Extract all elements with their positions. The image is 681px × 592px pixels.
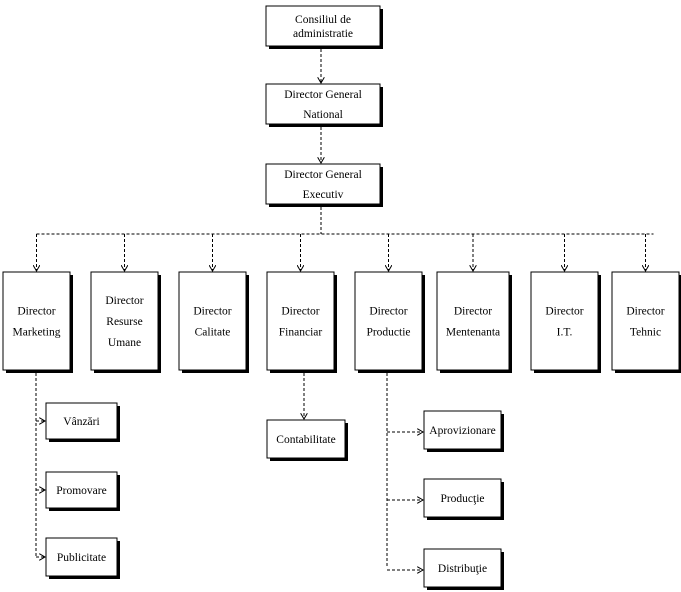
board-box-label-line: administratie: [293, 28, 353, 40]
director-box-resurse-umane-label-line: Umane: [108, 337, 141, 349]
director-box-resurse-umane-frame: [90, 271, 159, 371]
dg-executiv-box-frame: [265, 163, 381, 205]
dg-national-box-label-line: National: [303, 109, 343, 121]
director-box-resurse-umane-label-line: Resurse: [106, 316, 142, 328]
dept-box-publicitate-label-line: Publicitate: [57, 552, 106, 564]
dept-box-distributie-frame: [423, 548, 502, 588]
director-box-calitate-label-line: Calitate: [195, 327, 231, 339]
board-box-label-line: Consiliul de: [295, 14, 351, 26]
dept-box-distributie: Distribuţie: [423, 548, 504, 590]
dg-executiv-box-label-line: Executiv: [303, 189, 344, 201]
dept-box-contabilitate-label-line: Contabilitate: [276, 434, 335, 446]
dept-box-productie-dept-frame: [423, 478, 502, 518]
director-box-it-frame: [530, 271, 599, 371]
dept-box-productie-dept: Producţie: [423, 478, 504, 520]
dg-executiv-box-label-line: Director General: [284, 169, 362, 181]
director-box-marketing-frame: [2, 271, 71, 371]
dept-box-productie-dept-label-line: Producţie: [440, 493, 484, 505]
dept-box-aprovizionare-frame: [423, 410, 502, 450]
director-box-tehnic-label-line: Tehnic: [630, 327, 661, 339]
director-box-marketing-label-line: Director: [17, 306, 55, 318]
director-box-productie-label-line: Productie: [366, 327, 410, 339]
dept-box-publicitate: Publicitate: [45, 537, 120, 579]
director-box-productie-label-line: Director: [369, 306, 407, 318]
director-box-calitate-frame: [178, 271, 247, 371]
dept-box-contabilitate-frame: [266, 419, 346, 459]
director-box-tehnic-frame: [611, 271, 680, 371]
director-box-mentenanta-label-line: Director: [454, 306, 492, 318]
dept-box-promovare-frame: [45, 471, 118, 509]
dept-box-promovare-label-line: Promovare: [56, 485, 106, 497]
director-box-it-label-line: I.T.: [557, 327, 573, 339]
director-box-mentenanta-frame: [436, 271, 510, 371]
dept-box-vanzari: Vânzări: [45, 402, 120, 442]
dept-box-vanzari-frame: [45, 402, 118, 440]
board-box: Consiliul de administratie: [265, 5, 383, 49]
director-box-it-label-line: Director: [545, 306, 583, 318]
director-box-calitate-label-line: Director: [193, 306, 231, 318]
dept-box-contabilitate: Contabilitate: [266, 419, 348, 461]
dept-box-distributie-label-line: Distribuţie: [438, 563, 487, 575]
dept-box-aprovizionare: Aprovizionare: [423, 410, 504, 452]
dg-national-box-frame: [265, 83, 381, 125]
director-box-resurse-umane-label-line: Director: [105, 295, 143, 307]
dept-box-vanzari-label-line: Vânzări: [63, 416, 99, 428]
director-box-financiar-label-line: Financiar: [279, 327, 323, 339]
dg-national-box-label-line: Director General: [284, 89, 362, 101]
director-box-financiar-label-line: Director: [281, 306, 319, 318]
director-box-financiar-frame: [266, 271, 335, 371]
director-box-mentenanta-label-line: Mentenanta: [446, 327, 500, 339]
connectors: [36, 49, 654, 570]
dept-box-aprovizionare-label-line: Aprovizionare: [429, 425, 495, 437]
director-box-marketing-label-line: Marketing: [13, 327, 61, 339]
director-box-tehnic-label-line: Director: [626, 306, 664, 318]
board-box-frame: [265, 5, 381, 47]
dept-box-publicitate-frame: [45, 537, 118, 577]
dept-box-promovare: Promovare: [45, 471, 120, 511]
director-box-productie-frame: [354, 271, 423, 371]
